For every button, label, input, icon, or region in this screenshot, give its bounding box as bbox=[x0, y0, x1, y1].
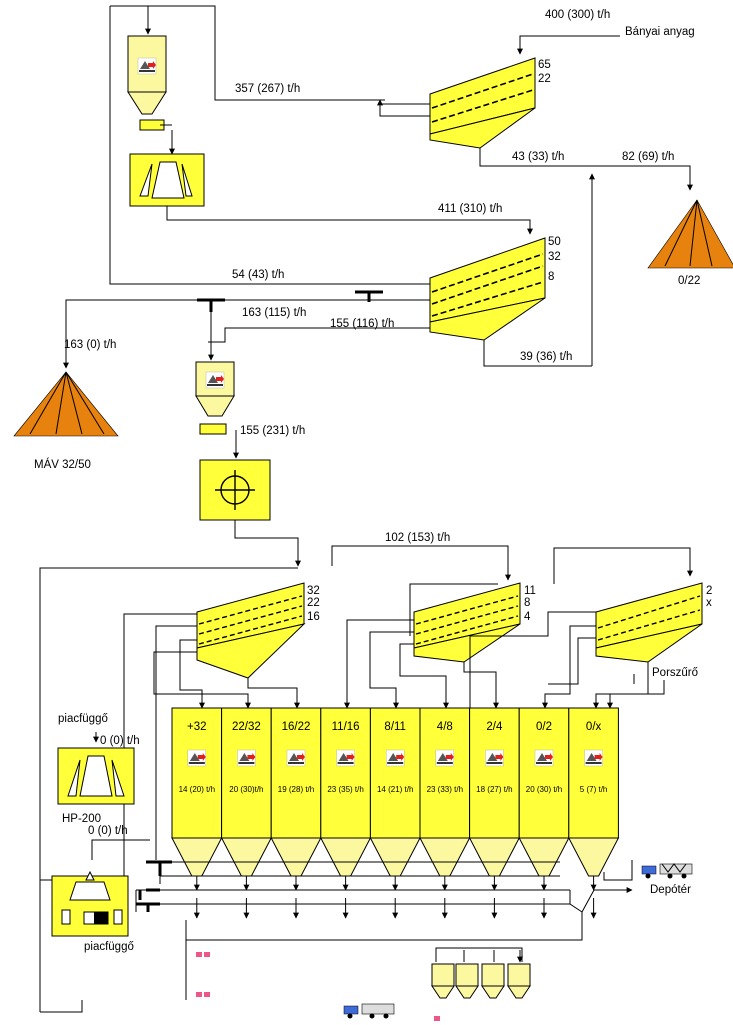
mineral-logo-icon bbox=[484, 749, 504, 767]
flow-to-split: 163 (115) t/h bbox=[242, 307, 306, 319]
screen-2: 50 32 8 bbox=[429, 236, 561, 341]
bin-name: 4/8 bbox=[437, 721, 453, 733]
screen1-mesh: 22 bbox=[538, 73, 551, 85]
bin-name: 16/22 bbox=[282, 721, 311, 733]
feed-silo-top bbox=[127, 35, 172, 131]
porszuro-label: Porszűrő bbox=[652, 667, 698, 679]
screen3-mesh: 16 bbox=[307, 611, 320, 623]
screen5-mesh: 2 bbox=[706, 585, 712, 597]
screen-4: 11 8 4 bbox=[413, 582, 536, 663]
storage-bin: 4/8 23 (33) t/h bbox=[419, 707, 471, 919]
loading-silos bbox=[431, 947, 531, 999]
bin-rate: 23 (33) t/h bbox=[427, 785, 463, 794]
bin-rate: 19 (28) t/h bbox=[278, 785, 314, 794]
hp200-label: HP-200 bbox=[62, 813, 101, 825]
flow-to-mav: 163 (0) t/h bbox=[64, 339, 116, 351]
storage-bin: 0/2 20 (30) t/h bbox=[518, 707, 570, 919]
bin-rate: 20 (30)t/h bbox=[229, 785, 263, 794]
bin-name: +32 bbox=[187, 721, 207, 733]
pile-022-label: 0/22 bbox=[678, 275, 700, 287]
flow-undersize1: 43 (33) t/h bbox=[512, 151, 564, 163]
storage-bin: 8/11 14 (21) t/h bbox=[369, 707, 421, 919]
flow-feed: 400 (300) t/h bbox=[545, 9, 610, 21]
mineral-logo-icon bbox=[584, 749, 604, 767]
flow-recycle-fine: 102 (153) t/h bbox=[385, 532, 450, 544]
storage-bin: +32 14 (20) t/h bbox=[171, 707, 223, 919]
bin-rate: 18 (27) t/h bbox=[476, 785, 512, 794]
mineral-logo-icon bbox=[336, 749, 356, 767]
mineral-logo-icon bbox=[534, 749, 554, 767]
screen4-mesh: 11 bbox=[524, 585, 536, 597]
jaw-crusher bbox=[129, 153, 205, 207]
mineral-logo-icon bbox=[385, 749, 405, 767]
market-label-1: piacfüggő bbox=[58, 713, 108, 725]
mineral-logo-icon bbox=[435, 749, 455, 767]
bin-row: +32 14 (20) t/h 22/32 20 (30)t/h 16/22 19 (28… bbox=[171, 707, 620, 919]
flow-hp-feed: 0 (0) t/h bbox=[88, 825, 128, 837]
feed-silo-mid bbox=[195, 361, 235, 435]
cone-crusher bbox=[57, 747, 135, 805]
screen-5: 2 x bbox=[595, 582, 712, 663]
screen2-mesh: 8 bbox=[548, 271, 554, 283]
screen1-mesh: 65 bbox=[538, 59, 551, 71]
vsi-crusher bbox=[51, 870, 129, 937]
flow-recirc: 357 (267) t/h bbox=[235, 83, 300, 95]
screen3-mesh: 32 bbox=[307, 585, 320, 597]
pile-mav-label: MÁV 32/50 bbox=[34, 458, 91, 471]
screen2-mesh: 32 bbox=[548, 251, 561, 263]
flow-screen2-mid: 155 (116) t/h bbox=[330, 318, 394, 330]
screen4-mesh: 8 bbox=[524, 597, 530, 609]
mineral-logo-icon bbox=[286, 749, 306, 767]
screen-3: 32 22 16 bbox=[196, 582, 320, 679]
bin-rate: 20 (30) t/h bbox=[526, 785, 562, 794]
small-pumps bbox=[196, 952, 440, 1021]
bin-rate: 14 (21) t/h bbox=[377, 785, 413, 794]
bin-name: 11/16 bbox=[332, 721, 360, 733]
flow-cone-feed: 0 (0) t/h bbox=[100, 735, 140, 747]
impact-crusher bbox=[199, 459, 271, 521]
bin-name: 0/x bbox=[586, 721, 602, 733]
bin-name: 22/32 bbox=[232, 721, 261, 733]
bin-rate: 23 (35) t/h bbox=[327, 785, 363, 794]
depoter-label: Depótér bbox=[650, 884, 691, 896]
screen-1: 65 22 bbox=[429, 57, 551, 149]
screen2-mesh: 50 bbox=[548, 236, 561, 248]
storage-bin: 0/x 5 (7) t/h bbox=[567, 707, 620, 919]
bin-name: 8/11 bbox=[384, 721, 406, 733]
bin-name: 0/2 bbox=[536, 721, 552, 733]
storage-bin: 11/16 23 (35) t/h bbox=[319, 707, 372, 919]
screen3-mesh: 22 bbox=[307, 597, 320, 609]
truck-bottom bbox=[343, 1003, 395, 1019]
flow-return-top: 54 (43) t/h bbox=[232, 269, 284, 281]
truck-right bbox=[603, 860, 693, 881]
flow-crusher-out: 411 (310) t/h bbox=[438, 203, 502, 215]
flow-to-pile-022: 82 (69) t/h bbox=[622, 151, 674, 163]
storage-bin: 22/32 20 (30)t/h bbox=[220, 707, 273, 919]
mineral-logo-icon bbox=[187, 749, 207, 767]
stockpile-022 bbox=[647, 199, 733, 269]
bin-rate: 14 (20) t/h bbox=[179, 785, 215, 794]
bin-name: 2/4 bbox=[486, 721, 503, 733]
flow-impactor-feed: 155 (231) t/h bbox=[240, 425, 305, 437]
bin-rate: 5 (7) t/h bbox=[580, 785, 608, 794]
market-label-2: piacfüggő bbox=[84, 941, 134, 953]
source-label: Bányai anyag bbox=[625, 26, 695, 38]
screen5-mesh: x bbox=[706, 597, 712, 609]
stockpile-mav bbox=[13, 371, 119, 437]
mineral-logo-icon bbox=[236, 749, 256, 767]
screen4-mesh: 4 bbox=[524, 611, 531, 623]
storage-bin: 16/22 19 (28) t/h bbox=[270, 707, 322, 919]
storage-bin: 2/4 18 (27) t/h bbox=[468, 707, 521, 919]
flow-screen2-under: 39 (36) t/h bbox=[520, 351, 572, 363]
